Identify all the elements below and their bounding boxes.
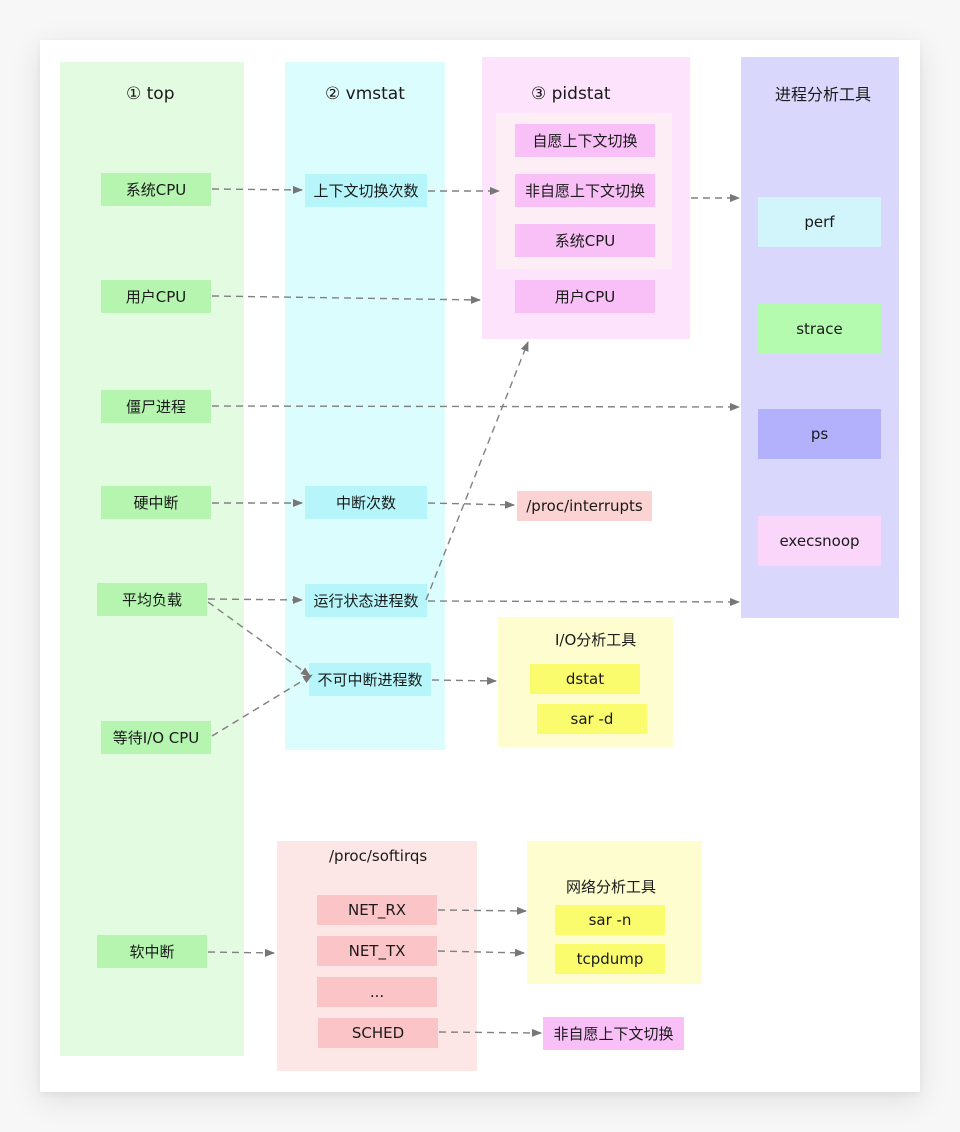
tool-ps[interactable]: ps — [758, 409, 881, 459]
top-system-cpu[interactable]: 系统CPU — [101, 173, 211, 206]
top-panel — [60, 62, 244, 1056]
net-tools-title: 网络分析工具 — [566, 878, 657, 896]
top-load-average[interactable]: 平均负载 — [97, 583, 207, 616]
softirq-net-rx[interactable]: NET_RX — [317, 895, 437, 925]
process-tools-title: 进程分析工具 — [775, 85, 872, 104]
pidstat-user-cpu[interactable]: 用户CPU — [515, 280, 655, 313]
proc-interrupts[interactable]: /proc/interrupts — [517, 491, 652, 521]
tool-execsnoop[interactable]: execsnoop — [758, 516, 881, 566]
softirq-sched[interactable]: SCHED — [318, 1018, 438, 1048]
softirq-net-tx[interactable]: NET_TX — [317, 936, 437, 966]
vmstat-running-processes[interactable]: 运行状态进程数 — [305, 584, 427, 617]
softirq-more[interactable]: ... — [317, 977, 437, 1007]
vmstat-interrupts[interactable]: 中断次数 — [305, 486, 427, 519]
tool-perf[interactable]: perf — [758, 197, 881, 247]
io-tools-title: I/O分析工具 — [555, 631, 637, 649]
pidstat-system-cpu[interactable]: 系统CPU — [515, 224, 655, 257]
top-soft-interrupt[interactable]: 软中断 — [97, 935, 207, 968]
tool-sar-n[interactable]: sar -n — [555, 905, 665, 935]
tool-sar-d[interactable]: sar -d — [537, 704, 647, 734]
softirqs-title: /proc/softirqs — [329, 847, 428, 865]
top-zombie-process[interactable]: 僵尸进程 — [101, 390, 211, 423]
pidstat-voluntary-cs[interactable]: 自愿上下文切换 — [515, 124, 655, 157]
sched-involuntary-cs[interactable]: 非自愿上下文切换 — [543, 1017, 684, 1050]
vmstat-uninterruptible-processes[interactable]: 不可中断进程数 — [309, 663, 431, 696]
vmstat-title: ② vmstat — [325, 84, 405, 104]
pidstat-title: ③ pidstat — [531, 84, 611, 104]
top-iowait-cpu[interactable]: 等待I/O CPU — [101, 721, 211, 754]
top-user-cpu[interactable]: 用户CPU — [101, 280, 211, 313]
tool-strace[interactable]: strace — [758, 304, 881, 354]
top-title: ① top — [126, 84, 175, 104]
tool-tcpdump[interactable]: tcpdump — [555, 944, 665, 974]
vmstat-panel — [285, 62, 445, 750]
top-hard-interrupt[interactable]: 硬中断 — [101, 486, 211, 519]
tool-dstat[interactable]: dstat — [530, 664, 640, 694]
pidstat-involuntary-cs[interactable]: 非自愿上下文切换 — [515, 174, 655, 207]
vmstat-context-switches[interactable]: 上下文切换次数 — [305, 174, 427, 207]
